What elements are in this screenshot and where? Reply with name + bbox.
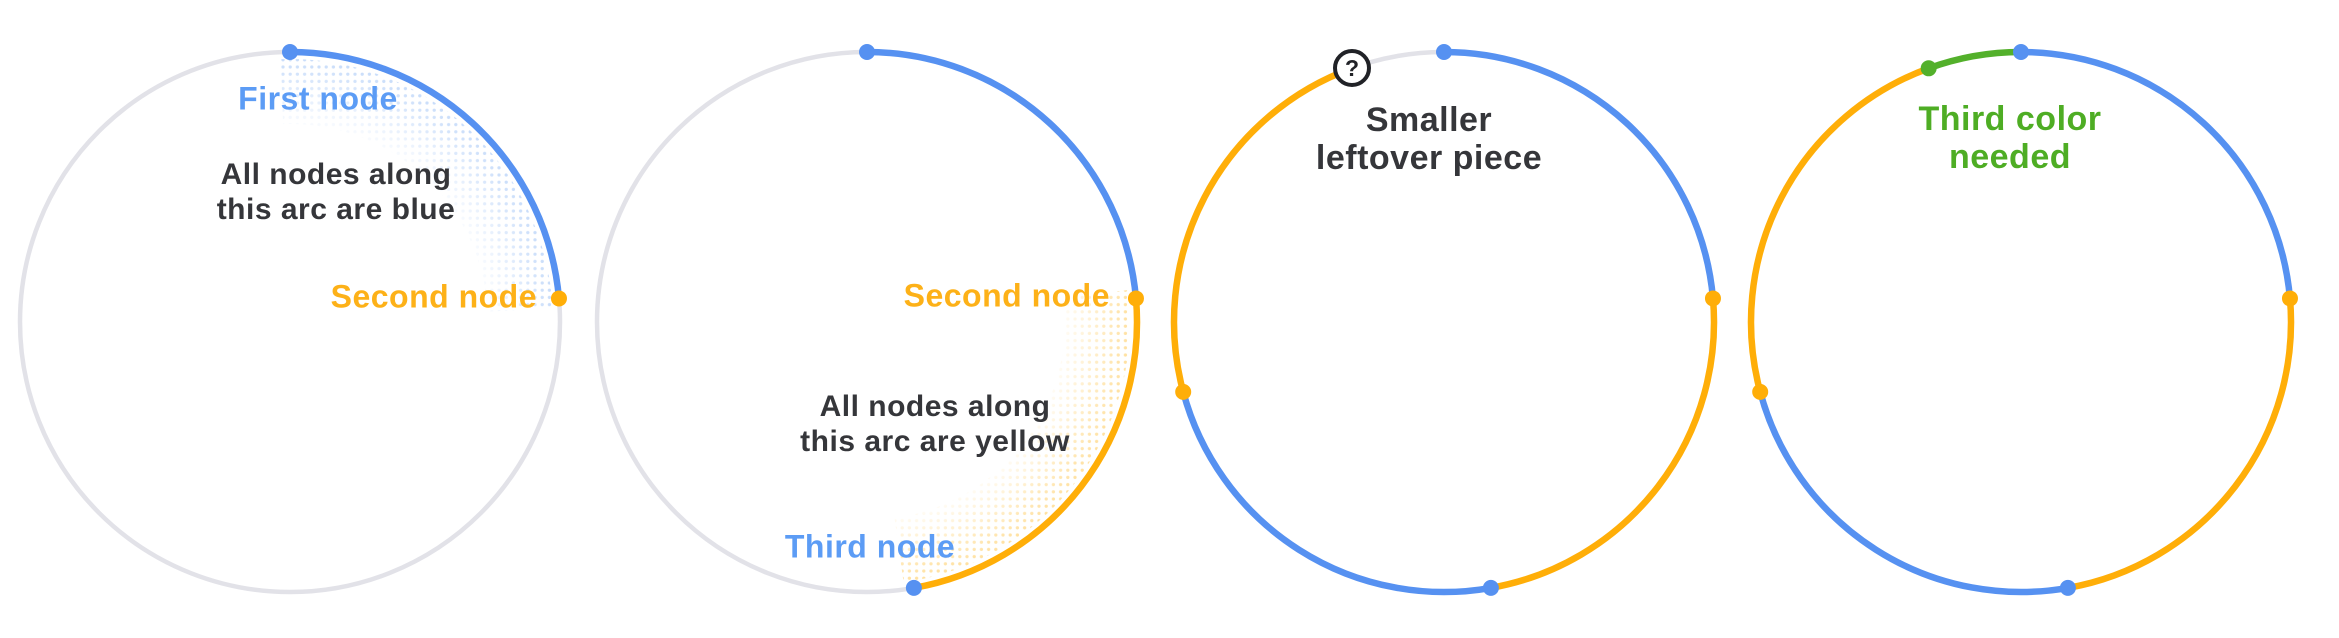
yellow-node-dot xyxy=(1752,383,1769,400)
blue-node-dot xyxy=(905,579,922,596)
question-mark-icon: ? xyxy=(1333,49,1371,87)
third-node-label: Third node xyxy=(784,528,956,565)
circle2-caption: All nodes along this arc are yellow xyxy=(800,389,1070,459)
circle3-caption-line2: leftover piece xyxy=(1315,139,1543,177)
green-node-dot xyxy=(1920,60,1937,77)
yellow-node-dot xyxy=(1175,383,1192,400)
yellow-node-dot xyxy=(2281,290,2298,307)
second-node-label-circle1: Second node xyxy=(330,278,537,315)
blue-arc xyxy=(1756,388,2072,596)
blue-arc xyxy=(1440,48,1717,302)
circle1-caption-line2: this arc are blue xyxy=(216,193,456,226)
blue-node-dot xyxy=(2059,579,2076,596)
blue-node-dot xyxy=(859,44,875,60)
yellow-node-dot xyxy=(550,290,567,307)
circle4-caption: Third color needed xyxy=(1918,100,2101,176)
circle3-caption: Smaller leftover piece xyxy=(1316,101,1542,177)
circle2-caption-line1: All nodes along xyxy=(819,390,1051,423)
circle3-caption-line1: Smaller xyxy=(1365,101,1493,139)
blue-node-dot xyxy=(2013,44,2029,60)
halftone-blue xyxy=(280,59,553,312)
circle-4-third-color xyxy=(1747,44,2298,596)
second-node-label-circle2: Second node xyxy=(903,277,1110,314)
question-mark-glyph: ? xyxy=(1344,54,1360,81)
blue-node-dot xyxy=(282,44,298,60)
yellow-arc xyxy=(2064,295,2295,592)
green-arc xyxy=(1925,48,2025,72)
circle4-caption-line1: Third color xyxy=(1918,100,2102,138)
blue-node-dot xyxy=(1482,579,1499,596)
halftone-yellow xyxy=(894,289,1130,583)
yellow-arc xyxy=(1170,65,1355,396)
blue-arc xyxy=(1179,388,1495,596)
circle-3-leftover-piece xyxy=(1170,44,1721,596)
first-node-label: First node xyxy=(238,80,398,117)
circle-1-first-arc xyxy=(17,44,567,595)
blue-node-dot xyxy=(1436,44,1452,60)
circle1-caption-line1: All nodes along xyxy=(220,158,452,191)
yellow-arc xyxy=(910,295,1141,592)
yellow-node-dot xyxy=(1127,290,1144,307)
yellow-node-dot xyxy=(1704,290,1721,307)
blue-arc xyxy=(863,48,1140,302)
circle1-caption: All nodes along this arc are blue xyxy=(217,157,456,227)
yellow-arc xyxy=(1747,65,1932,396)
circle4-caption-line2: needed xyxy=(1948,138,2072,176)
circle2-caption-line2: this arc are yellow xyxy=(800,425,1070,458)
blue-arc xyxy=(2017,48,2294,302)
yellow-arc xyxy=(1487,295,1718,592)
blue-arc xyxy=(286,48,563,302)
circle-2-second-arc xyxy=(594,44,1144,596)
